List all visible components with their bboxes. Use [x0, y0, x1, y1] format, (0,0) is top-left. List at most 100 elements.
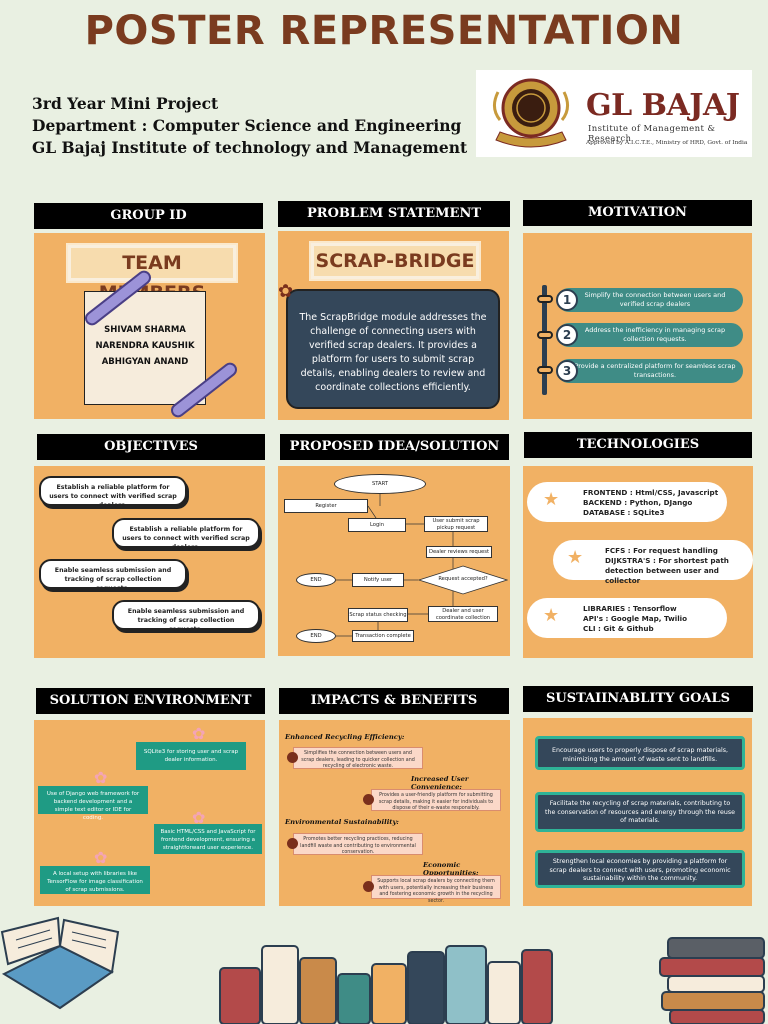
flow-register: Register [284, 499, 368, 513]
institute-logo: GL BAJAJ Institute of Management & Resea… [476, 70, 752, 157]
book-row-icon [219, 945, 553, 1024]
bullet-dot [287, 752, 298, 763]
impact-heading: Economic Opportunities: [423, 861, 479, 877]
flow-review: Dealer reviews request [426, 546, 492, 558]
problem-text-card: The ScrapBridge module addresses the cha… [286, 289, 500, 409]
tech-line: detection between user and collector [605, 566, 719, 585]
star-icon: ★ [543, 605, 560, 626]
project-info: 3rd Year Mini Project Department : Compu… [32, 93, 467, 159]
impact-text: Supports local scrap dealers by connecti… [371, 875, 501, 904]
logo-name: GL BAJAJ [586, 88, 740, 123]
goal-item: Strengthen local economies by providing … [535, 850, 745, 888]
proposed-heading: PROPOSED IDEA/SOLUTION [280, 434, 509, 460]
bullet-dot [363, 794, 374, 805]
tech-line: BACKEND : Python, DJango [583, 498, 693, 507]
flow-notify: Notify user [352, 573, 404, 587]
tech-libraries-card: LIBRARIES : Tensorflow API's : Google Ma… [527, 598, 727, 638]
flower-icon: ✿ [94, 768, 108, 787]
team-member: SHIVAM SHARMA [104, 325, 186, 335]
sustainability-heading: SUSTAIINABLITY GOALS [523, 686, 753, 712]
tech-line: DATABASE : SQLite3 [583, 508, 665, 517]
objective-item: Enable seamless submission and tracking … [112, 600, 260, 633]
environment-panel: SQLite3 for storing user and scrap deale… [34, 720, 265, 906]
flow-coordinate: Dealer and user coordinate collection [428, 606, 498, 622]
info-line-department: Department : Computer Science and Engine… [32, 116, 462, 135]
impact-heading: Enhanced Recycling Efficiency: [285, 733, 405, 741]
flower-icon: ✿ [94, 848, 108, 867]
goal-item: Encourage users to properly dispose of s… [535, 736, 745, 770]
objective-item: Enable seamless submission and tracking … [39, 559, 187, 592]
flow-login: Login [348, 518, 406, 532]
logo-approval: Approved by A.I.C.T.E., Ministry of HRD,… [586, 140, 748, 146]
binding-ring [537, 331, 553, 339]
environment-item: Basic HTML/CSS and JavaScript for fronte… [154, 824, 262, 854]
tech-algorithms-card: FCFS : For request handling DIJKSTRA'S :… [553, 540, 753, 585]
flow-end: END [296, 573, 336, 587]
proposed-panel: START Register Login User submit scrap p… [278, 466, 510, 656]
team-members-tag: TEAM MEMBERS [68, 245, 236, 304]
impact-text: Promotes better recycling practices, red… [293, 833, 423, 855]
book-stack-icon [659, 937, 765, 1024]
info-line-college: GL Bajaj Institute of technology and Man… [32, 138, 468, 157]
impact-heading: Increased User Convenience: [411, 775, 469, 791]
technologies-heading: TECHNOLOGIES [524, 432, 752, 458]
star-icon: ★ [567, 547, 584, 568]
spiral-binding [542, 285, 547, 395]
objective-item: Establish a reliable platform for users … [112, 518, 260, 551]
environment-item: Use of Django web framework for backend … [38, 786, 148, 821]
flowchart-connectors [336, 494, 454, 637]
problem-panel: SCRAP-BRIDGE The ScrapBridge module addr… [278, 231, 509, 420]
team-member: ABHIGYAN ANAND [101, 357, 189, 367]
books-illustration [0, 916, 765, 1024]
open-book-icon [0, 916, 120, 1010]
flow-end: END [296, 629, 336, 643]
impacts-panel: Enhanced Recycling Efficiency: Simplifie… [279, 720, 510, 906]
motivation-panel: Simplify the connection between users an… [523, 233, 752, 419]
team-member: NARENDRA KAUSHIK [95, 341, 195, 351]
binding-ring [537, 366, 553, 374]
motivation-item: Address the inefficiency in managing scr… [557, 323, 743, 347]
motivation-item: Provide a centralized platform for seaml… [557, 359, 743, 383]
info-line-year: 3rd Year Mini Project [32, 94, 219, 113]
tech-line: FRONTEND : Html/CSS, Javascript [583, 488, 719, 497]
poster-title: POSTER REPRESENTATION [84, 8, 684, 54]
impact-text: Provides a user-friendly platform for su… [371, 789, 501, 811]
flow-complete: Transaction complete [352, 630, 414, 642]
impacts-heading: IMPACTS & BENEFITS [279, 688, 509, 714]
step-number: 1 [556, 289, 578, 311]
sustainability-panel: Encourage users to properly dispose of s… [523, 718, 752, 906]
tech-stack-card: FRONTEND : Html/CSS, Javascript BACKEND … [527, 482, 727, 522]
goal-item: Facilitate the recycling of scrap materi… [535, 792, 745, 832]
team-members-card: SHIVAM SHARMA NARENDRA KAUSHIK ABHIGYAN … [84, 291, 206, 405]
flow-accepted: Request accepted? [438, 576, 488, 582]
impact-text: Simplifies the connection between users … [293, 747, 423, 769]
flow-start: START [334, 474, 426, 494]
environment-item: SQLite3 for storing user and scrap deale… [136, 742, 246, 770]
step-number: 2 [556, 324, 578, 346]
objective-item: Establish a reliable platform for users … [39, 476, 187, 509]
star-icon: ★ [543, 489, 560, 510]
tech-line: DIJKSTRA'S : For shortest path [605, 556, 729, 565]
flow-submit: User submit scrap pickup request [424, 516, 488, 532]
motivation-heading: MOTIVATION [523, 200, 752, 226]
bullet-dot [287, 838, 298, 849]
motivation-item: Simplify the connection between users an… [557, 288, 743, 312]
tech-line: CLI : Git & Github [583, 624, 654, 633]
technologies-panel: FRONTEND : Html/CSS, Javascript BACKEND … [523, 466, 753, 658]
impact-heading: Environmental Sustainability: [285, 818, 399, 826]
flow-status: Scrap status checking [348, 608, 408, 622]
leaf-icon: ✿ [278, 281, 294, 302]
tech-line: LIBRARIES : Tensorflow [583, 604, 677, 613]
environment-item: A local setup with libraries like Tensor… [40, 866, 150, 894]
emblem-icon [493, 78, 569, 148]
flower-icon: ✿ [192, 808, 206, 827]
problem-heading: PROBLEM STATEMENT [278, 201, 510, 227]
group-id-heading: GROUP ID [34, 203, 263, 229]
environment-heading: SOLUTION ENVIRONMENT [36, 688, 265, 714]
flow-decision-shape [418, 565, 508, 595]
binding-ring [537, 295, 553, 303]
objectives-heading: OBJECTIVES [37, 434, 265, 460]
scrap-bridge-tag: SCRAP-BRIDGE [311, 243, 479, 279]
logo-subtitle: Institute of Management & Research [588, 124, 716, 144]
tech-line: FCFS : For request handling [605, 546, 718, 555]
